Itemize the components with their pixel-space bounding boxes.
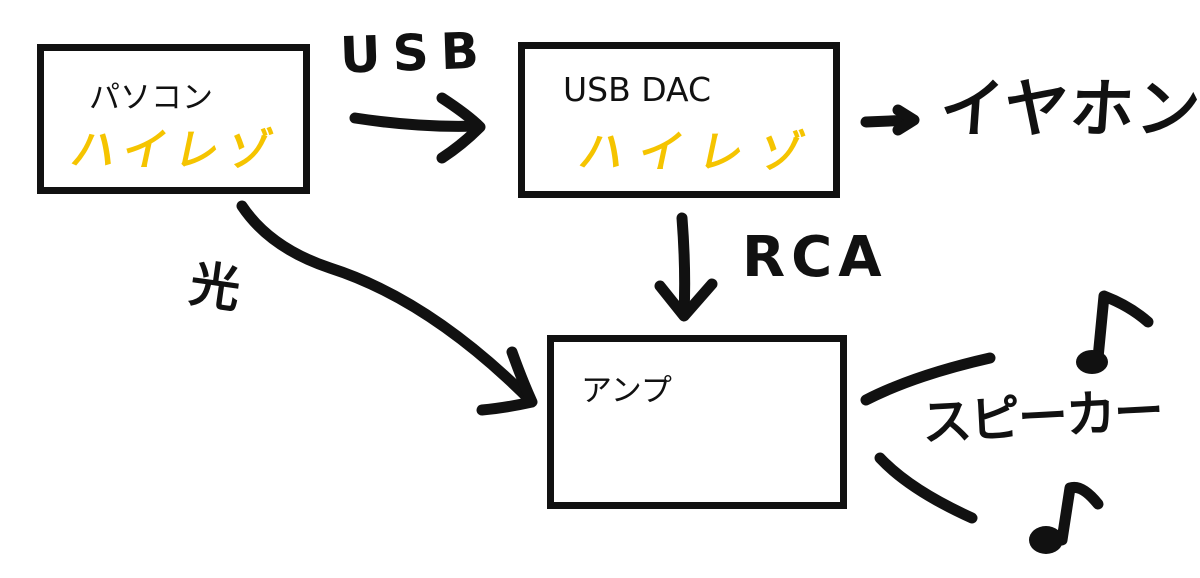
music-note-bottom-icon <box>1029 526 1063 554</box>
earphone-arrow <box>860 114 918 128</box>
rca-arrow <box>676 212 691 320</box>
music-note-top-icon <box>1076 350 1108 374</box>
amp-node: アンプ <box>547 335 847 509</box>
usb-arrow <box>349 112 484 132</box>
pc-title: パソコン <box>89 80 213 116</box>
earphone-label: イヤホン <box>937 73 1200 147</box>
usb-dac-hires-label: ハイレゾ <box>574 127 825 178</box>
usb-edge-label: USB <box>339 21 492 85</box>
music-note-stem-top <box>1092 290 1154 364</box>
usb-dac-title: USB DAC <box>563 70 712 109</box>
speaker-label: スピーカー <box>920 381 1164 453</box>
music-note-stem-bottom <box>1056 481 1104 546</box>
optical-edge-label: 光 <box>186 254 244 320</box>
pc-node: パソコン ハイレゾ <box>37 44 310 194</box>
optical-arrow <box>236 200 536 406</box>
optical-arrowhead <box>476 346 538 416</box>
speaker-line-bottom <box>874 452 978 524</box>
rca-edge-label: RCA <box>742 225 888 290</box>
usb-dac-node: USB DAC ハイレゾ <box>518 42 840 198</box>
earphone-arrowhead <box>892 104 920 136</box>
amp-title: アンプ <box>581 373 672 409</box>
rca-arrowhead <box>654 278 718 322</box>
usb-arrowhead <box>436 92 486 164</box>
pc-hires-label: ハイレゾ <box>66 125 285 176</box>
